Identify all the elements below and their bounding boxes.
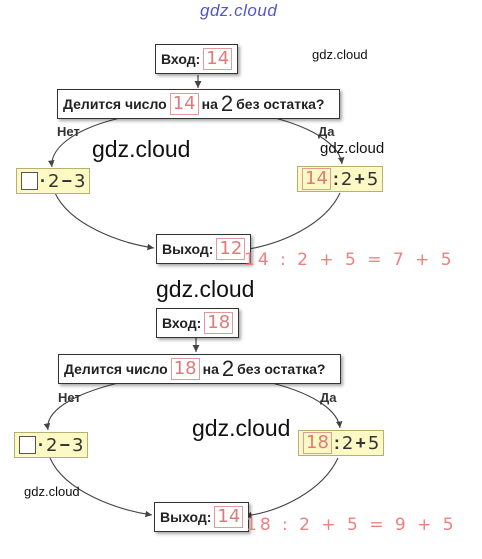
right-operation-box-1: 14 : 2 + 5 bbox=[297, 166, 384, 192]
plus-sign: + bbox=[354, 168, 365, 189]
operand: 2 bbox=[341, 432, 354, 454]
left-operation-box-2: · 2 − 3 bbox=[14, 432, 89, 458]
watermark: gdz.cloud bbox=[320, 140, 385, 157]
arrow-right-to-output-2 bbox=[244, 457, 339, 519]
yes-label-1: Да bbox=[318, 124, 335, 139]
watermark: gdz.cloud bbox=[312, 47, 368, 62]
input-label: Вход: bbox=[162, 315, 202, 331]
divide-sign: : bbox=[333, 432, 340, 453]
operand: 2 bbox=[340, 168, 353, 190]
question-number: 18 bbox=[170, 358, 200, 380]
question-divisor: 2 bbox=[220, 91, 234, 116]
watermark: gdz.cloud bbox=[156, 276, 255, 302]
output-value: 12 bbox=[216, 238, 246, 260]
divide-sign: : bbox=[332, 168, 339, 189]
operand: 2 bbox=[46, 434, 58, 456]
output-label: Выход: bbox=[160, 509, 212, 525]
equation-2: 18 : 2 + 5 = 9 + 5 bbox=[246, 515, 457, 535]
operand: 5 bbox=[366, 168, 379, 190]
output-value: 14 bbox=[214, 506, 244, 528]
question-suffix: без остатка? bbox=[236, 96, 325, 112]
watermark: gdz.cloud bbox=[92, 136, 191, 162]
arrow-yes-1 bbox=[274, 117, 345, 165]
left-operation-box-1: · 2 − 3 bbox=[16, 168, 91, 194]
input-box-2: Вход: 18 bbox=[156, 308, 240, 338]
watermark-top: gdz.cloud bbox=[200, 1, 278, 20]
output-box-2: Выход: 14 bbox=[154, 502, 250, 532]
question-box-1: Делится число 14 на 2 без остатка? bbox=[57, 89, 340, 119]
arrow-no-1 bbox=[47, 117, 121, 168]
question-suffix: без остатка? bbox=[237, 361, 326, 377]
question-number: 14 bbox=[169, 93, 199, 115]
arrow-right-to-output-1 bbox=[241, 192, 341, 253]
operand: 3 bbox=[71, 434, 84, 456]
arrow-no-2 bbox=[43, 382, 119, 431]
question-box-2: Делится число 18 на 2 без остатка? bbox=[58, 354, 341, 384]
input-value: 14 bbox=[203, 48, 233, 70]
right-value: 18 bbox=[303, 432, 332, 454]
question-mid: на bbox=[201, 96, 218, 112]
input-label: Вход: bbox=[161, 51, 201, 67]
arrow-left-to-output-1 bbox=[54, 192, 155, 251]
operand: 3 bbox=[73, 170, 86, 192]
watermark: gdz.cloud bbox=[24, 484, 80, 499]
input-box-1: Вход: 14 bbox=[155, 44, 239, 74]
arrow-yes-2 bbox=[271, 382, 343, 429]
multiply-sign: · bbox=[40, 170, 46, 191]
watermark: gdz.cloud bbox=[192, 415, 291, 441]
output-label: Выход: bbox=[162, 241, 214, 257]
plus-sign: + bbox=[355, 432, 366, 453]
right-value: 14 bbox=[302, 168, 331, 190]
question-divisor: 2 bbox=[221, 356, 235, 381]
multiply-sign: · bbox=[38, 434, 44, 455]
question-prefix: Делится число bbox=[64, 361, 168, 377]
arrow-left-to-output-2 bbox=[49, 457, 153, 518]
operand: 5 bbox=[367, 432, 380, 454]
no-label-2: Нет bbox=[58, 390, 81, 405]
minus-sign: − bbox=[61, 170, 72, 191]
output-box-1: Выход: 12 bbox=[156, 234, 252, 264]
right-operation-box-2: 18 : 2 + 5 bbox=[298, 430, 385, 456]
question-prefix: Делится число bbox=[63, 96, 167, 112]
question-mid: на bbox=[202, 361, 219, 377]
operand: 2 bbox=[48, 170, 60, 192]
minus-sign: − bbox=[59, 434, 70, 455]
empty-input-square bbox=[21, 172, 38, 190]
yes-label-2: Да bbox=[320, 390, 337, 405]
equation-1: 14 : 2 + 5 = 7 + 5 bbox=[244, 250, 455, 270]
input-value: 18 bbox=[204, 312, 234, 334]
no-label-1: Нет bbox=[57, 124, 80, 139]
empty-input-square bbox=[19, 436, 36, 454]
